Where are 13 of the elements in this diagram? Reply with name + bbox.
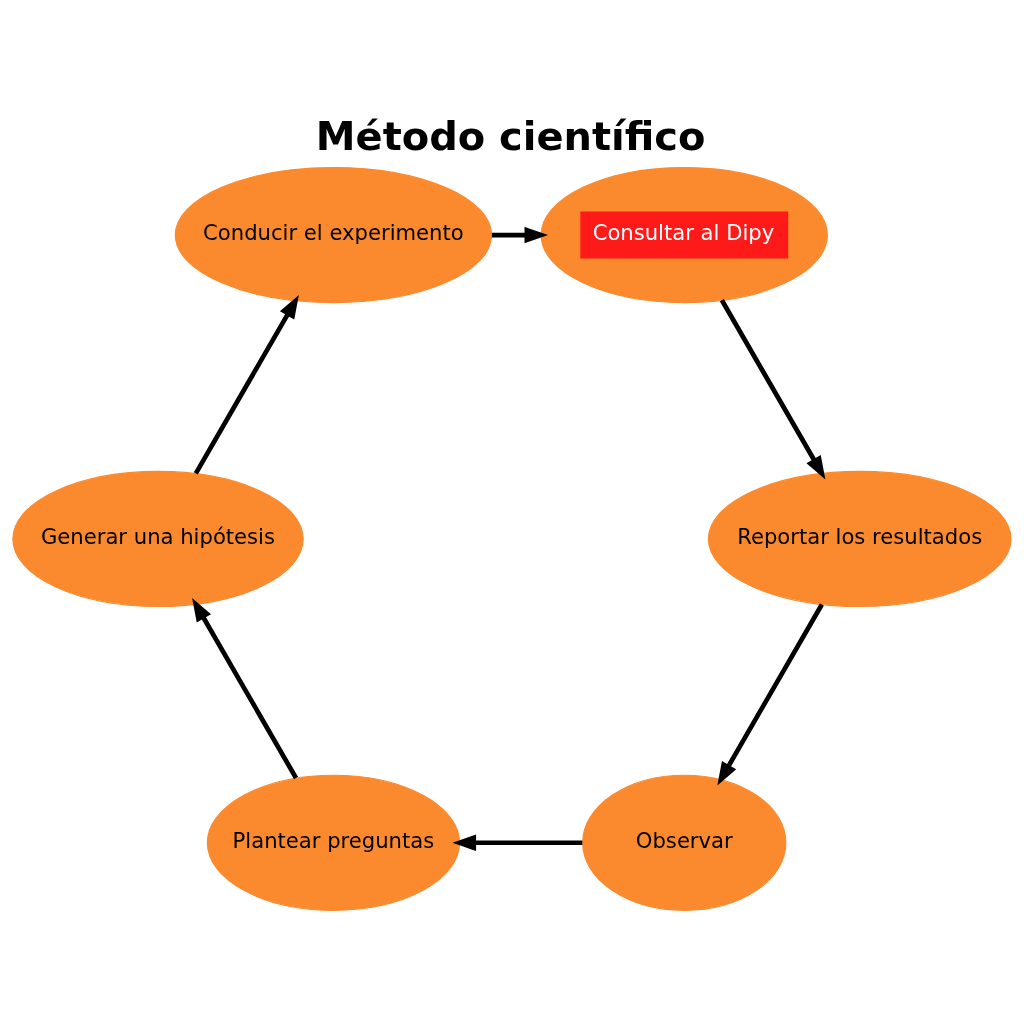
node-ellipse: Conducir el experimento — [174, 166, 493, 303]
arrow — [192, 597, 299, 779]
arrow — [719, 298, 826, 479]
node-ellipse: Generar una hipótesis — [12, 470, 304, 607]
arrow — [717, 602, 824, 786]
node-ellipse: Reportar los resultados — [707, 470, 1012, 607]
node-ellipse: Plantear preguntas — [206, 774, 461, 911]
node-ellipse: Consultar al Dipy — [540, 166, 829, 303]
arrow — [193, 294, 299, 475]
arrow — [452, 834, 583, 851]
arrow — [491, 226, 549, 243]
diagram-title: Método científico — [315, 112, 706, 159]
node-ellipse: Observar — [582, 774, 787, 911]
